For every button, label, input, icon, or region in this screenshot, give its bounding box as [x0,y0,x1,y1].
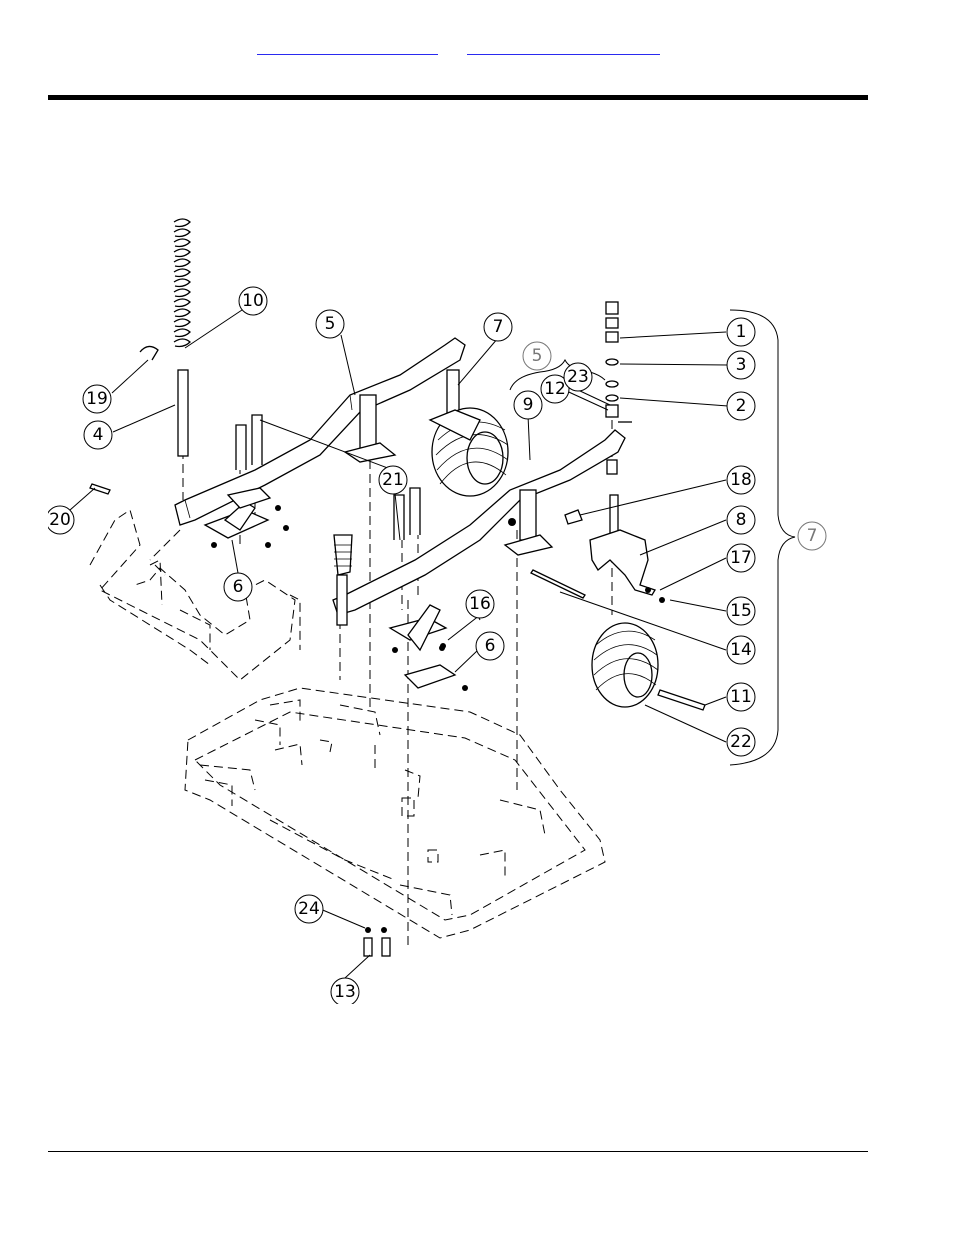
callout-16: 16 [466,590,494,618]
svg-text:13: 13 [334,982,356,1002]
callout-6-left: 6 [224,573,252,601]
svg-text:3: 3 [736,355,747,375]
arm-part-5 [175,338,465,525]
svg-text:22: 22 [730,732,752,752]
pin-part-4 [178,370,188,456]
parts-diagram: 10 5 7 5 12 23 9 19 4 20 21 6 16 6 1 3 2… [48,214,868,1004]
axle-part-14 [531,570,585,598]
svg-text:7: 7 [493,317,504,337]
callout-22: 22 [727,728,755,756]
callout-8: 8 [727,506,755,534]
svg-text:9: 9 [523,395,534,415]
pin-part-11 [658,690,705,710]
svg-text:21: 21 [382,470,404,490]
svg-text:6: 6 [233,577,244,597]
wheel-assembly-7 [430,370,508,496]
callout-23: 23 [564,363,592,391]
pin-part-20 [90,484,110,494]
svg-text:10: 10 [242,291,264,311]
callout-5-ghost: 5 [523,342,551,370]
svg-text:4: 4 [93,425,104,445]
bracket-6-center [390,605,468,691]
footer-rule [48,1151,868,1152]
svg-text:19: 19 [86,389,108,409]
svg-text:17: 17 [730,548,752,568]
lynch-pin-19 [140,346,158,360]
bolts-13-24 [364,927,390,956]
svg-text:1: 1 [736,322,747,342]
callout-20: 20 [48,506,74,534]
header-rule [48,95,868,100]
pin-part-18 [565,510,582,524]
svg-text:14: 14 [730,640,752,660]
svg-text:6: 6 [485,636,496,656]
callout-3: 3 [727,351,755,379]
svg-text:18: 18 [730,470,752,490]
callout-13: 13 [331,978,359,1004]
callout-7: 7 [484,313,512,341]
hitch-frame [90,510,300,680]
svg-text:8: 8 [736,510,747,530]
svg-text:11: 11 [730,687,752,707]
callout-17: 17 [727,544,755,572]
callout-2: 2 [727,392,755,420]
spring-washer-stack [174,219,190,347]
callout-9: 9 [514,391,542,419]
callout-24: 24 [295,895,323,923]
svg-text:7: 7 [807,526,818,546]
header-link-left[interactable] [257,40,438,55]
header-link-right[interactable] [467,40,660,55]
callout-18: 18 [727,466,755,494]
callout-1: 1 [727,318,755,346]
svg-text:5: 5 [532,346,543,366]
svg-text:20: 20 [49,510,71,530]
callout-5: 5 [316,310,344,338]
callout-21: 21 [379,466,407,494]
callout-11: 11 [727,683,755,711]
callout-15: 15 [727,597,755,625]
svg-text:23: 23 [567,367,589,387]
callout-4: 4 [84,421,112,449]
callout-7-group: 7 [798,522,826,550]
callout-10: 10 [239,287,267,315]
svg-text:15: 15 [730,601,752,621]
mower-deck [185,688,605,938]
svg-text:16: 16 [469,594,491,614]
svg-text:5: 5 [325,314,336,334]
svg-text:2: 2 [736,396,747,416]
wheel-part-22 [592,623,658,707]
callout-6-center: 6 [476,632,504,660]
callout-19: 19 [83,385,111,413]
callout-14: 14 [727,636,755,664]
svg-text:12: 12 [544,379,566,399]
svg-text:24: 24 [298,899,320,919]
